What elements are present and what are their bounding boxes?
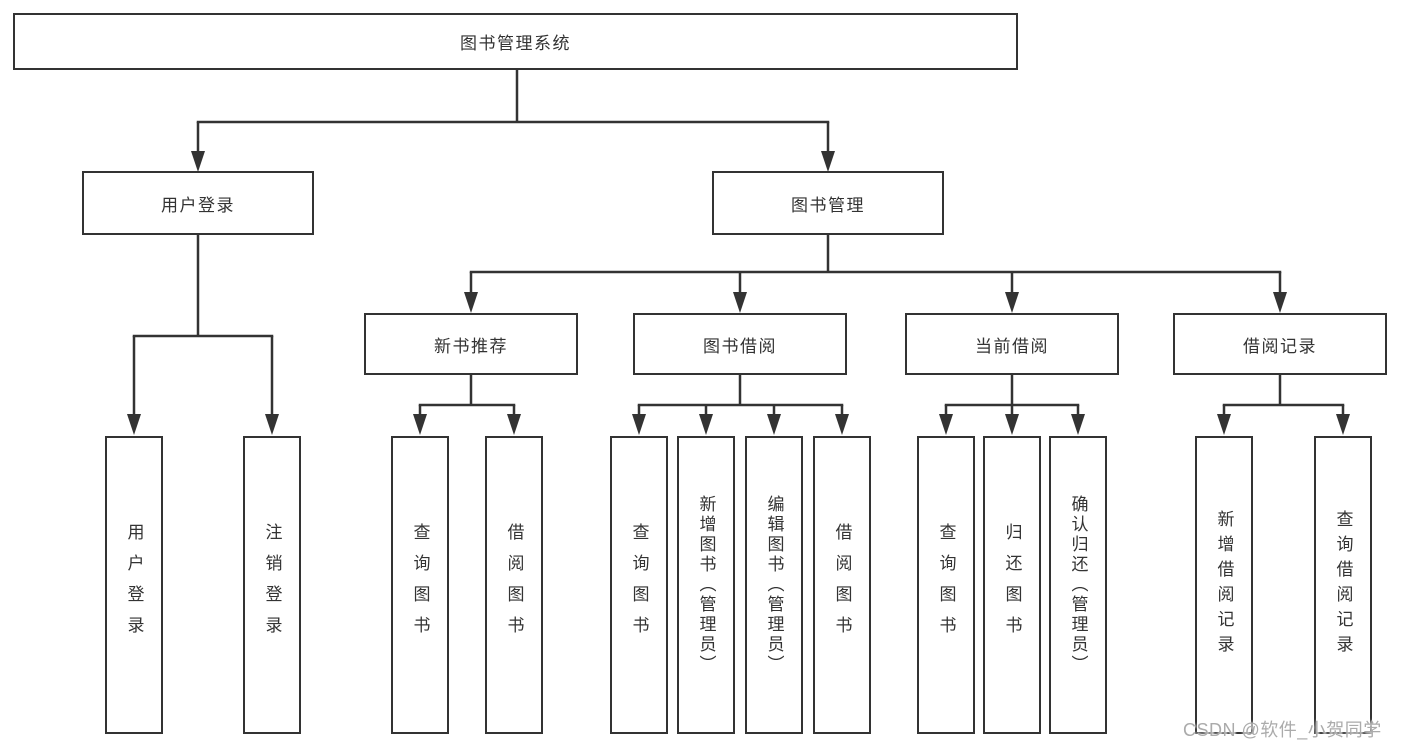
node-book-borrowing: 图书借阅 <box>633 313 847 375</box>
watermark-text: CSDN @软件_小贺同学 <box>1183 720 1382 740</box>
leaf-logout: 注销登录 <box>243 436 301 734</box>
leaf-query-books-borrowing: 查询图书 <box>610 436 668 734</box>
node-root-label: 图书管理系统 <box>460 34 571 53</box>
node-book-borrowing-label: 图书借阅 <box>703 336 777 356</box>
leaf-edit-books-admin: 编辑图书（管理员） <box>745 436 803 734</box>
node-root: 图书管理系统 <box>13 13 1018 70</box>
leaf-query-books-current-label: 查询图书 <box>936 523 956 647</box>
node-book-management: 图书管理 <box>712 171 944 235</box>
leaf-query-borrow-record: 查询借阅记录 <box>1314 436 1372 734</box>
leaf-query-books-recommendation: 查询图书 <box>391 436 449 734</box>
leaf-borrow-books-label: 借阅图书 <box>832 523 852 647</box>
node-user-login: 用户登录 <box>82 171 314 235</box>
leaf-user-login: 用户登录 <box>105 436 163 734</box>
leaf-add-books-admin: 新增图书（管理员） <box>677 436 735 734</box>
node-new-book-recommendation-label: 新书推荐 <box>434 336 508 356</box>
leaf-return-books-label: 归还图书 <box>1002 523 1022 647</box>
node-current-borrowing-label: 当前借阅 <box>975 336 1049 356</box>
leaf-confirm-return-admin-label: 确认归还（管理员） <box>1068 495 1088 675</box>
leaf-query-books-current: 查询图书 <box>917 436 975 734</box>
leaf-query-books-borrowing-label: 查询图书 <box>629 523 649 647</box>
leaf-query-books-recommendation-label: 查询图书 <box>410 523 430 647</box>
leaf-add-borrow-record: 新增借阅记录 <box>1195 436 1253 734</box>
node-book-management-label: 图书管理 <box>791 195 865 215</box>
node-user-login-label: 用户登录 <box>161 195 235 215</box>
leaf-return-books: 归还图书 <box>983 436 1041 734</box>
node-current-borrowing: 当前借阅 <box>905 313 1119 375</box>
leaf-add-books-admin-label: 新增图书（管理员） <box>696 495 716 675</box>
node-borrowing-records-label: 借阅记录 <box>1243 336 1317 356</box>
leaf-borrow-books: 借阅图书 <box>813 436 871 734</box>
leaf-edit-books-admin-label: 编辑图书（管理员） <box>764 495 784 675</box>
leaf-borrow-books-recommendation: 借阅图书 <box>485 436 543 734</box>
leaf-logout-label: 注销登录 <box>262 523 282 647</box>
node-new-book-recommendation: 新书推荐 <box>364 313 578 375</box>
leaf-borrow-books-recommendation-label: 借阅图书 <box>504 523 524 647</box>
leaf-confirm-return-admin: 确认归还（管理员） <box>1049 436 1107 734</box>
leaf-user-login-label: 用户登录 <box>124 523 144 647</box>
leaf-add-borrow-record-label: 新增借阅记录 <box>1214 510 1234 660</box>
leaf-query-borrow-record-label: 查询借阅记录 <box>1333 510 1353 660</box>
node-borrowing-records: 借阅记录 <box>1173 313 1387 375</box>
arrowheads <box>127 151 1350 435</box>
